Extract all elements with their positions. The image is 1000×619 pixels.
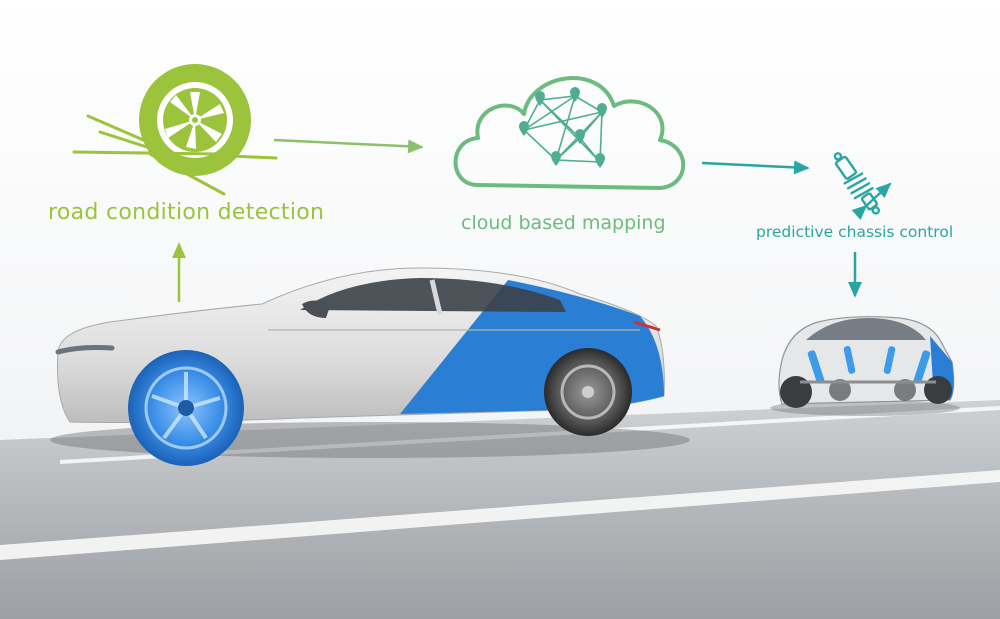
road-lane-line [0, 470, 1000, 560]
road-condition-detection-label: road condition detection [48, 200, 325, 225]
tire-icon [139, 64, 251, 176]
arrow-road-to-cloud [273, 138, 424, 154]
arrow-cloud-to-chassis [701, 160, 810, 175]
suspension-icon [807, 346, 931, 384]
rear-car-shadow [770, 400, 960, 416]
rear-car-windshield [806, 318, 926, 340]
rear-car-left-wheel [780, 376, 812, 408]
main-vehicle-sedan [55, 267, 665, 466]
sedan-window-pillar [429, 279, 443, 315]
cloud-based-mapping-label: cloud based mapping [461, 212, 666, 234]
road-speed-lines-icon [72, 114, 278, 196]
cloud-network-icon [453, 76, 686, 190]
predictive-chassis-control-label: predictive chassis control [756, 223, 954, 241]
shock-absorber-icon [833, 152, 892, 221]
following-vehicle [778, 316, 955, 408]
sedan-taillight [633, 320, 661, 332]
sedan-headlight [55, 345, 115, 355]
sedan-side-mirror [302, 300, 330, 318]
rear-car-right-wheel [924, 376, 952, 404]
